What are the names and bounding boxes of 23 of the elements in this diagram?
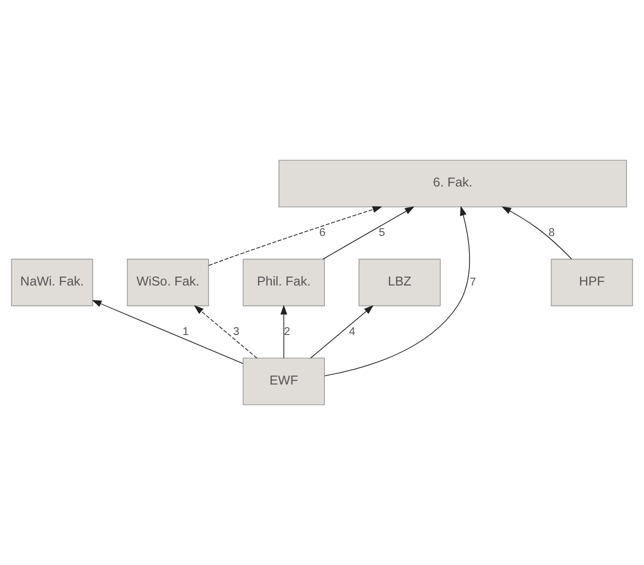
node-box: LBZ xyxy=(358,258,441,306)
arrow xyxy=(280,304,288,358)
node-box: HPF xyxy=(550,258,633,306)
edge-label: 8 xyxy=(548,227,555,239)
edge-label: 5 xyxy=(378,227,386,239)
arrow xyxy=(322,206,415,260)
arrow xyxy=(208,206,382,266)
arrow xyxy=(324,206,470,376)
arrow xyxy=(501,206,572,260)
node-box: NaWi. Fak. xyxy=(11,258,94,306)
node-box: EWF xyxy=(242,358,325,406)
arrow xyxy=(310,305,374,358)
edge-label: 3 xyxy=(233,326,240,338)
edge-label: 2 xyxy=(284,326,290,338)
arrow xyxy=(92,300,244,364)
edge-label: 1 xyxy=(182,326,189,338)
arrow xyxy=(194,305,258,358)
edge-label: 7 xyxy=(470,276,476,288)
node-box: 6. Fak. xyxy=(278,160,627,208)
edge-label: 4 xyxy=(349,326,356,338)
edge-label: 6 xyxy=(319,227,326,239)
node-box: WiSo. Fak. xyxy=(126,258,209,306)
node-box: Phil. Fak. xyxy=(242,258,325,306)
